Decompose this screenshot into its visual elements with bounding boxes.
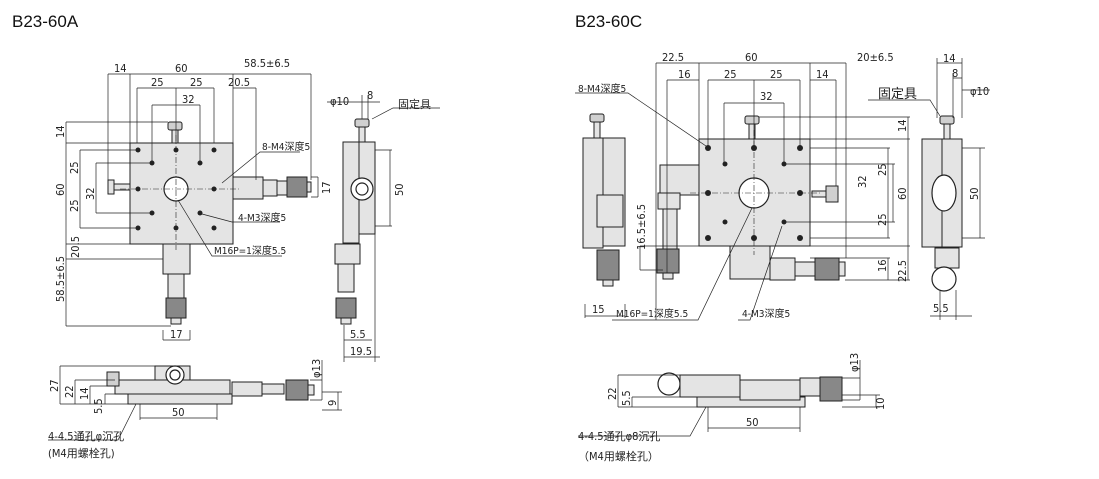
dim: 25 — [876, 213, 889, 226]
callout-m4-holes: 8-M4深度5 — [578, 82, 626, 95]
dim: 32 — [84, 187, 97, 200]
dim: 16 — [876, 259, 889, 272]
dim: φ13 — [310, 359, 323, 378]
label-fixture: 固定具 — [398, 97, 431, 111]
dim: 22.5 — [662, 51, 684, 64]
dim: 14 — [114, 62, 127, 75]
dim: 5.5 — [933, 302, 949, 315]
dim: 15 — [592, 303, 605, 316]
dim: 9 — [326, 400, 339, 406]
callout-m16-hole: M16P=1深度5.5 — [616, 307, 688, 320]
dim: 25 — [68, 199, 81, 212]
dim: 25 — [190, 76, 203, 89]
c-right-side-view: 14 8 φ10 固定具 50 5.5 — [868, 52, 990, 320]
dim: 20.5 — [69, 236, 82, 258]
title-b23-60a: B23-60A — [12, 12, 79, 31]
dim: 32 — [182, 93, 195, 106]
dim: 32 — [856, 175, 869, 188]
dim: 25 — [770, 68, 783, 81]
label-fixture: 固定具 — [878, 87, 917, 102]
dim: 58.5±6.5 — [244, 57, 290, 70]
dim: 58.5±6.5 — [54, 256, 67, 302]
dim: 25 — [724, 68, 737, 81]
dim: φ10 — [330, 95, 349, 108]
a-side-view: φ10 8 固定具 50 5.5 19.5 — [327, 89, 440, 362]
dim: 22 — [606, 387, 619, 400]
callout-m3-holes: 4-M3深度5 — [238, 211, 286, 224]
dim: 20±6.5 — [857, 51, 894, 64]
dim: 16.5±6.5 — [635, 204, 648, 250]
title-b23-60c: B23-60C — [575, 12, 642, 31]
c-left-side-view — [582, 113, 626, 287]
c-bottom-view: 22 5.5 φ13 10 50 4-4.5通孔φ8沉孔 （M4用螺栓孔） — [578, 353, 887, 463]
dim: 14 — [54, 125, 67, 138]
dim: 60 — [175, 62, 188, 75]
dim: 60 — [896, 187, 909, 200]
dim: 25 — [68, 161, 81, 174]
callout-m4-holes: 8-M4深度5 — [262, 140, 310, 153]
dim: 22.5 — [896, 260, 909, 282]
dim: 22 — [63, 385, 76, 398]
a-bottom-view: 27 22 14 5.5 50 φ13 9 4-4.5通孔φ沉孔 (M4用螺栓孔… — [48, 359, 342, 460]
dim: 10 — [874, 397, 887, 410]
dim: 19.5 — [350, 345, 372, 358]
dim: 25 — [876, 163, 889, 176]
dim: 5.5 — [350, 328, 366, 341]
callout-through-hole: 4-4.5通孔φ8沉孔 — [578, 430, 660, 443]
dim: 20.5 — [228, 76, 250, 89]
dim: 50 — [393, 183, 406, 196]
a-top-view: 14 60 58.5±6.5 25 25 20.5 32 14 60 25 25… — [54, 57, 333, 341]
callout-bolt-note: （M4用螺栓孔） — [578, 449, 659, 463]
callout-m16-hole: M16P=1深度5.5 — [214, 244, 286, 257]
dim: 50 — [172, 406, 185, 419]
dim: 14 — [816, 68, 829, 81]
dim: 32 — [760, 90, 773, 103]
dim: 17 — [170, 328, 183, 341]
dim: 60 — [745, 51, 758, 64]
c-top-view: 22.5 60 20±6.5 16 25 25 14 32 8-M4深度5 14… — [575, 51, 910, 321]
dim: φ10 — [970, 85, 989, 98]
dim: 14 — [896, 119, 909, 132]
dim: 8 — [952, 67, 958, 80]
dim: 14 — [943, 52, 956, 65]
dim: 50 — [968, 187, 981, 200]
dim: 14 — [78, 387, 91, 400]
dim: 60 — [54, 183, 67, 196]
dim: 16 — [678, 68, 691, 81]
dim: 5.5 — [620, 390, 633, 406]
dim: 27 — [48, 379, 61, 392]
callout-m3-holes: 4-M3深度5 — [742, 307, 790, 320]
dim: 8 — [367, 89, 373, 102]
dim: 25 — [151, 76, 164, 89]
callout-bolt-note: (M4用螺栓孔) — [48, 446, 115, 460]
callout-through-hole: 4-4.5通孔φ沉孔 — [48, 430, 124, 443]
dim: 5.5 — [92, 398, 105, 414]
dim: 50 — [746, 416, 759, 429]
dim: φ13 — [848, 353, 861, 372]
dim: 17 — [320, 181, 333, 194]
